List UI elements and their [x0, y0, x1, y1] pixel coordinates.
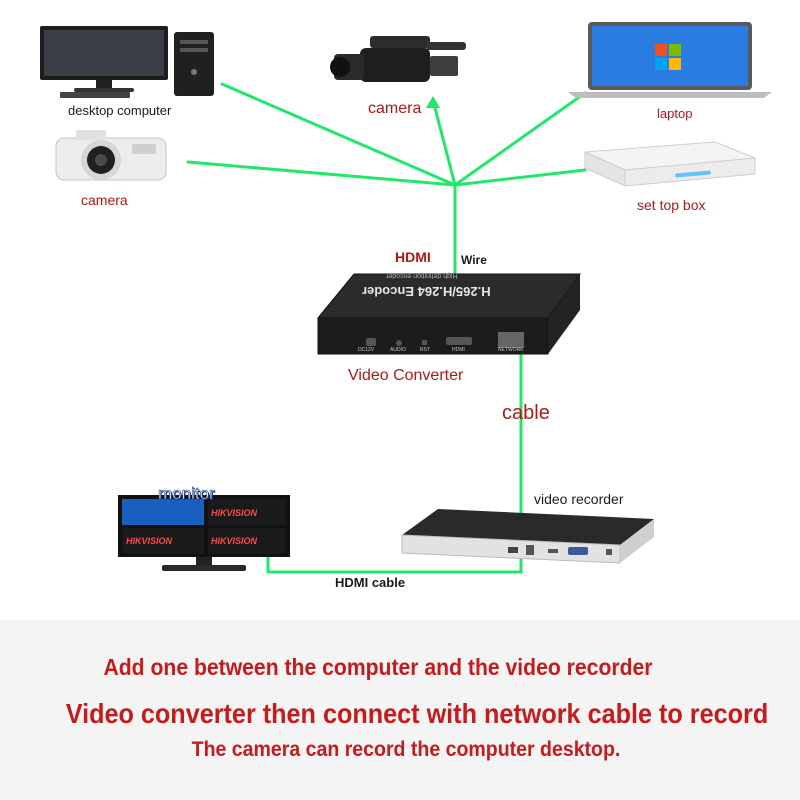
port-hdmi-label: HDMI: [452, 347, 465, 353]
port-rst-label: RST: [420, 347, 430, 353]
set-top-box-icon: [575, 140, 760, 190]
wire-arrowhead: [426, 96, 440, 108]
encoder-label: Video Converter: [348, 367, 464, 384]
video-converter-box: [310, 268, 584, 358]
monitor-label: monitor: [158, 484, 215, 504]
camera-top-label: camera: [368, 100, 422, 117]
hdmi-cable-label: HDMI cable: [335, 575, 406, 590]
wire-settop: [453, 168, 587, 187]
wire-laptop: [453, 91, 587, 187]
caption-line-1: Add one between the computer and the vid…: [103, 654, 653, 680]
cable-label: cable: [502, 402, 550, 424]
desktop-computer-icon: [34, 22, 224, 100]
video-recorder-icon: [398, 505, 656, 565]
monitor-icon: [118, 495, 290, 575]
hdmi-label: HDMI: [395, 249, 431, 265]
settop-label: set top box: [637, 197, 706, 213]
wire-camera-top: [431, 98, 457, 187]
port-dc12v-label: DC12V: [358, 347, 375, 353]
wire-desktop: [220, 82, 457, 187]
monitor-screen-text-1: HIKVISION: [211, 508, 258, 518]
video-camera-icon: [330, 30, 475, 92]
monitor-screen-text-3: HIKVISION: [211, 536, 258, 546]
wire-camera-left: [186, 160, 457, 187]
camera-left-label: camera: [81, 192, 128, 208]
monitor-screen-text-2: HIKVISION: [126, 536, 173, 546]
laptop-icon: [560, 20, 780, 100]
port-network-label: NETWORK: [498, 347, 524, 353]
encoder-brand-text: H.265/H.264 Encoder: [362, 284, 491, 299]
laptop-label: laptop: [657, 106, 693, 121]
photo-camera-icon: [36, 122, 188, 184]
caption-line-2: Video converter then connect with networ…: [65, 698, 769, 729]
caption-line-3: The camera can record the computer deskt…: [191, 738, 621, 761]
port-audio-label: AUDIO: [390, 347, 406, 353]
encoder-sub-text: High definition encoder: [386, 272, 458, 279]
desktop-label: desktop computer: [68, 103, 172, 118]
recorder-label: video recorder: [534, 491, 624, 507]
wire-label: Wire: [461, 253, 487, 267]
